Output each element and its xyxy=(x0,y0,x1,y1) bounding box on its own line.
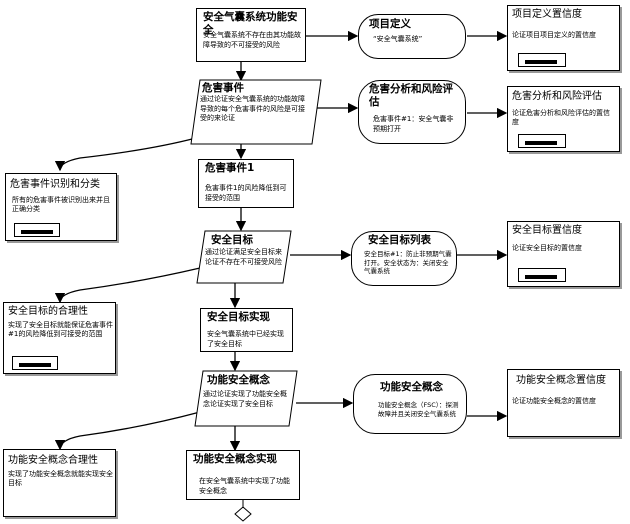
goal-safety-goal-implementation: 安全目标实现 安全气囊系统中已经实现了安全目标 xyxy=(200,308,293,352)
module-marker xyxy=(12,356,58,370)
confidence-body: 论证危害分析和风险评估的置信度 xyxy=(512,109,610,126)
goal-body: 安全气囊系统中已经实现了安全目标 xyxy=(207,330,284,348)
confidence-body: 论证功能安全概念的置信度 xyxy=(512,397,596,405)
strategy-fsc: 功能安全概念 通过论证实现了功能安全概念论证实现了安全目标 xyxy=(203,372,291,424)
goal-fsc-reasonableness: 功能安全概念合理性 实现了功能安全概念就能实现安全目标 xyxy=(3,449,116,517)
goal-airbag-functional-safety: 安全气囊系统功能安全 安全气囊系统不存在由其功能故障导致的不可接受的风险 xyxy=(196,8,306,62)
confidence-body: 论证安全目标的置信度 xyxy=(512,244,582,252)
link-goal-to-reason xyxy=(54,267,201,304)
context-title: 功能安全概念 xyxy=(380,381,443,393)
undeveloped-diamond xyxy=(234,506,252,522)
context-body: 安全目标#1：防止非预期气囊打开。安全状态为：关闭安全气囊系统 xyxy=(364,250,452,275)
goal-title: 危害事件识别和分类 xyxy=(10,179,100,190)
link-hazard-to-hazardid xyxy=(54,137,197,172)
confidence-title: 功能安全概念置信度 xyxy=(516,375,606,386)
strategy-shape-safety-goal xyxy=(196,230,292,284)
strategy-safety-goal: 安全目标 通过论证满足安全目标来论证不存在不可接受风险 xyxy=(205,232,285,282)
strategy-title: 危害事件 xyxy=(202,82,244,94)
goal-body: 所有的危害事件被识别出来并且正确分类 xyxy=(12,196,110,213)
strategy-body: 通过论证实现了功能安全概念论证实现了安全目标 xyxy=(203,390,287,408)
module-marker xyxy=(14,223,60,237)
confidence-title: 危害分析和风险评估 xyxy=(512,91,602,102)
strategy-hazard-event: 危害事件 通过论证安全气囊系统的功能故障导致的每个危害事件的风险是可接受的来论证 xyxy=(200,80,314,142)
context-fsc: 功能安全概念 功能安全概念（FSC）：探测故障并且关闭安全气囊系统 xyxy=(353,374,467,434)
context-hara: 危害分析和风险评估 危害事件#1：安全气囊非预期打开 xyxy=(358,80,466,144)
context-safety-goal-list: 安全目标列表 安全目标#1：防止非预期气囊打开。安全状态为：关闭安全气囊系统 xyxy=(351,231,457,286)
strategy-shape-fsc xyxy=(194,370,298,427)
strategy-body: 通过论证满足安全目标来论证不存在不可接受风险 xyxy=(205,248,282,266)
context-title: 项目定义 xyxy=(369,18,411,30)
context-item-definition: 项目定义 “安全气囊系统” xyxy=(358,14,466,59)
strategy-shape-hazard xyxy=(190,79,322,145)
context-body: 危害事件#1：安全气囊非预期打开 xyxy=(373,115,454,133)
goal-body: 实现了安全目标就能保证危害事件#1的风险降低到可接受的范围 xyxy=(8,321,113,338)
confidence-title: 项目定义置信度 xyxy=(512,9,582,20)
strategy-title: 安全目标 xyxy=(211,234,253,246)
link-fsc-to-fscreason xyxy=(54,411,201,451)
goal-safety-goal-reasonableness: 安全目标的合理性 实现了安全目标就能保证危害事件#1的风险降低到可接受的范围 xyxy=(3,302,116,374)
goal-fsc-implementation: 功能安全概念实现 在安全气囊系统中实现了功能安全概念 xyxy=(186,450,300,500)
goal-title: 安全目标实现 xyxy=(207,311,270,323)
goal-body: 在安全气囊系统中实现了功能安全概念 xyxy=(199,477,290,495)
goal-title: 功能安全概念合理性 xyxy=(8,455,98,466)
goal-hazard-identification: 危害事件识别和分类 所有的危害事件被识别出来并且正确分类 xyxy=(5,173,117,241)
goal-title: 功能安全概念实现 xyxy=(193,453,277,465)
goal-title: 安全目标的合理性 xyxy=(8,306,88,317)
context-title: 危害分析和风险评估 xyxy=(369,83,453,108)
confidence-item-definition: 项目定义置信度 论证项目项目定义的置信度 xyxy=(507,5,620,71)
goal-body: 安全气囊系统不存在由其功能故障导致的不可接受的风险 xyxy=(203,31,301,49)
confidence-safety-goal: 安全目标置信度 论证安全目标的置信度 xyxy=(507,221,620,287)
module-marker xyxy=(518,134,566,148)
context-body: “安全气囊系统” xyxy=(373,35,423,43)
confidence-hara: 危害分析和风险评估 论证危害分析和风险评估的置信度 xyxy=(507,86,620,152)
goal-hazard-event-1: 危害事件1 危害事件1的风险降低到可接受的范围 xyxy=(198,159,294,208)
confidence-fsc: 功能安全概念置信度 论证功能安全概念的置信度 xyxy=(507,369,620,437)
goal-body: 实现了功能安全概念就能实现安全目标 xyxy=(8,470,113,487)
strategy-title: 功能安全概念 xyxy=(207,374,270,386)
confidence-body: 论证项目项目定义的置信度 xyxy=(512,31,596,39)
strategy-body: 通过论证安全气囊系统的功能故障导致的每个危害事件的风险是可接受的来论证 xyxy=(200,95,305,122)
context-title: 安全目标列表 xyxy=(368,234,431,246)
goal-title: 安全气囊系统功能安全 xyxy=(203,11,298,36)
confidence-title: 安全目标置信度 xyxy=(512,225,582,236)
module-marker xyxy=(518,268,566,282)
goal-title: 危害事件1 xyxy=(205,162,255,174)
module-marker xyxy=(518,53,566,67)
context-body: 功能安全概念（FSC）：探测故障并且关闭安全气囊系统 xyxy=(378,401,459,418)
goal-body: 危害事件1的风险降低到可接受的范围 xyxy=(205,184,287,202)
